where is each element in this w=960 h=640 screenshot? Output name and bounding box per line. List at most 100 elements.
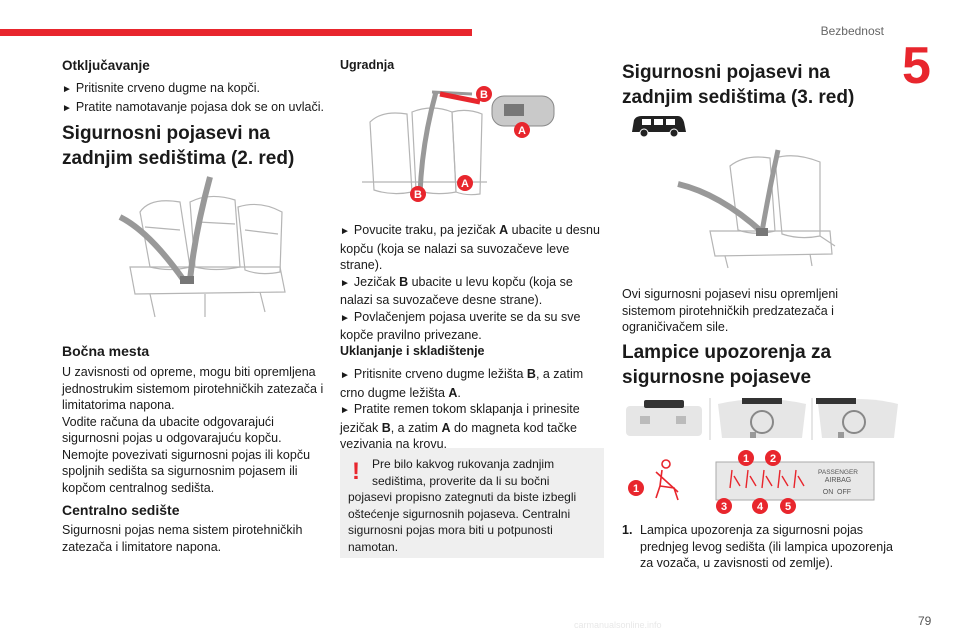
callout-2: 2 [765, 450, 781, 466]
install-step-2-line2: nalazi sa suvozačeve desne strane). [340, 293, 543, 307]
bullet-triangle-icon: ► [62, 102, 72, 114]
callout-a-top: A [514, 122, 530, 138]
install-step-2-b: ubacite u levu kopču (koja se [408, 274, 573, 289]
callout-b-top-text: B [480, 89, 488, 101]
remove-step-1-label-a: A [448, 385, 458, 400]
list-item-1-text: Lampica upozorenja za sigurnosni pojas p… [622, 522, 912, 572]
callout-b-bottom-text: B [414, 189, 422, 201]
remove-step-1-b: , a zatim [535, 367, 584, 381]
callout-b-top: B [476, 86, 492, 102]
rear2-heading-line2: zadnjim sedištima (2. red) [62, 148, 295, 169]
unlock-step-2: ►Pratite namotavanje pojasa dok se on uv… [62, 99, 332, 118]
warning-box [340, 448, 604, 558]
remove-step-1-a: Pritisnite crveno dugme ležišta [353, 367, 527, 381]
list-item-1-line-2: prednjeg levog sedišta (ili lampica upoz… [640, 539, 893, 554]
side-seats-heading: Bočna mesta [62, 343, 150, 359]
warning-line-4: oštećenje sigurnosnih pojaseva. Centraln… [348, 506, 571, 521]
remove-step-2-b: , a zatim [390, 420, 442, 435]
install-step-2: ►Jezičak B ubacite u levu kopču (koja se [340, 274, 608, 293]
footer-watermark: carmanualsonline.info [574, 620, 662, 630]
panel-airbag-label: AIRBAG [825, 477, 851, 484]
callout-2-text: 2 [770, 453, 776, 465]
rear2-heading-line1: Sigurnosni pojasevi na [62, 123, 270, 144]
side-line-7: spoljnih sedišta sa sigurnosnim pojasem … [62, 464, 298, 478]
warning-line-6: namotan. [348, 539, 399, 554]
remove-step-1-line2: crno dugme ležišta A. [340, 385, 608, 402]
side-line-4: Vodite računa da ubacite odgovarajući [62, 414, 274, 429]
rear3-note-line-1: Ovi sigurnosni pojasevi nisu opremljeni [622, 287, 839, 301]
install-step-1-line2: kopču (koja se nalazi sa suvozačeve leve [340, 241, 570, 256]
side-line-8: kopčom centralnog sedišta. [62, 480, 215, 495]
steering-wheel-thumbnail-right [816, 398, 898, 438]
remove-step-2-c: do magneta kod tačke [450, 420, 577, 435]
install-step-1: ►Povucite traku, pa jezičak A ubacite u … [340, 222, 608, 241]
belt-install-illustration: B A B A [362, 86, 555, 202]
install-step-1-label: A [499, 223, 509, 237]
seatbelt-warning-icon: 1 [628, 459, 679, 501]
panel-on-label: ON [823, 489, 834, 496]
van-icon [632, 116, 686, 138]
rear-seats-2nd-row-illustration [118, 176, 286, 318]
bullet-triangle-icon: ► [340, 405, 350, 416]
install-step-2-a: Jezičak [353, 274, 400, 289]
list-item-1-line-3: za vozača, u zavisnosti od zemlje). [640, 556, 834, 570]
bullet-triangle-icon: ► [62, 84, 72, 95]
bullet-triangle-icon: ► [340, 277, 350, 289]
warning-exclamation-icon: ! [352, 458, 360, 485]
warning-text: Pre bilo kakvog rukovanja zadnjim sedišt… [348, 456, 600, 555]
section-title: Bezbednost [820, 24, 884, 38]
unlock-steps: ►Pritisnite crveno dugme na kopči. ►Prat… [62, 80, 332, 117]
warning-line-1: Pre bilo kakvog rukovanja zadnjim [372, 457, 555, 471]
remove-step-1: ►Pritisnite crveno dugme ležišta B, a za… [340, 366, 608, 385]
lamps-heading-line2: sigurnosne pojaseve [622, 367, 812, 388]
bullet-triangle-icon: ► [340, 370, 350, 381]
instrument-cluster-thumbnail [626, 400, 702, 436]
center-seat-heading: Centralno sedište [62, 502, 180, 518]
callout-b-bottom: B [410, 186, 426, 202]
rear3-heading-line1: Sigurnosni pojasevi na [622, 62, 830, 83]
rear2-heading: Sigurnosni pojasevi na zadnjim sedištima… [62, 121, 294, 171]
install-steps: ►Povucite traku, pa jezičak A ubacite u … [340, 222, 608, 344]
remove-step-1-label-b: B [526, 367, 536, 381]
page-number: 79 [918, 614, 932, 628]
rear-seats-3rd-row-illustration [677, 149, 836, 269]
callout-4-text: 4 [757, 501, 764, 513]
rear3-heading-line2: zadnjim sedištima (3. red) [622, 87, 855, 108]
rear3-heading: Sigurnosni pojasevi na zadnjim sedištima… [622, 60, 854, 110]
panel-passenger-label: PASSENGER [818, 469, 858, 476]
warning-line-2: sedištima, proverite da li su bočni [372, 473, 550, 488]
install-heading: Ugradnja [340, 58, 395, 72]
install-step-3-line1: Povlačenjem pojasa uverite se da su sve [353, 309, 581, 324]
callout-a-top-text: A [518, 125, 526, 137]
dashboard-locations-illustration [626, 398, 898, 440]
side-line-3: limitatorima napona. [62, 398, 175, 412]
callout-5-text: 5 [785, 501, 791, 513]
callout-1-left-text: 1 [633, 483, 639, 495]
panel-off-label: OFF [837, 489, 851, 496]
remove-step-1-line2-b: . [457, 385, 461, 400]
steering-wheel-thumbnail-left [718, 398, 806, 438]
install-step-3-line2: kopče pravilno privezane. [340, 328, 482, 342]
remove-steps: ►Pritisnite crveno dugme ležišta B, a za… [340, 366, 608, 453]
unlock-step-2-text: Pratite namotavanje pojasa dok se on uvl… [75, 99, 324, 114]
install-step-1-b: ubacite u desnu [508, 223, 600, 237]
install-step-3: ►Povlačenjem pojasa uverite se da su sve [340, 309, 608, 328]
center-seat-text: Sigurnosni pojas nema sistem pirotehničk… [62, 522, 337, 555]
unlock-step-1: ►Pritisnite crveno dugme na kopči. [62, 80, 332, 99]
remove-step-2-line2: jezičak B, a zatim A do magneta kod tačk… [340, 420, 608, 437]
callout-1: 1 [738, 450, 754, 466]
install-step-1-line3: strane). [340, 258, 383, 272]
unlock-step-1-text: Pritisnite crveno dugme na kopči. [75, 81, 261, 95]
side-line-2: jednostrukim sistemom pirotehničkih zate… [62, 381, 324, 396]
callout-a-bottom: A [457, 175, 473, 191]
callout-3-text: 3 [721, 501, 727, 513]
list-item-1-line-1: Lampica upozorenja za sigurnosni pojas [640, 523, 864, 537]
bullet-triangle-icon: ► [340, 312, 350, 324]
remove-heading: Uklanjanje i skladištenje [340, 344, 485, 358]
seat-belt-lamps [729, 469, 805, 489]
bullet-triangle-icon: ► [340, 226, 350, 237]
header-accent-bar [0, 29, 472, 36]
side-line-6: Nemojte povezivati sigurnosni pojas ili … [62, 447, 311, 462]
center-line-1: Sigurnosni pojas nema sistem pirotehničk… [62, 523, 303, 537]
lamps-heading-line1: Lampice upozorenja za [622, 342, 832, 363]
